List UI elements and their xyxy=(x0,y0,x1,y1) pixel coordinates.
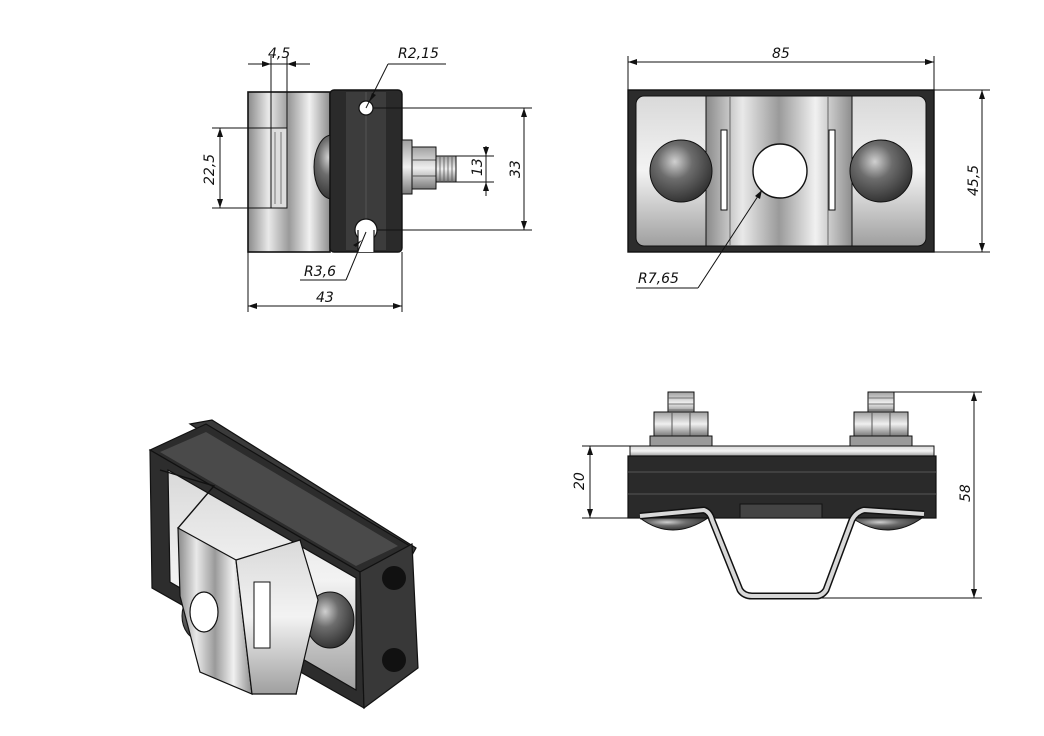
front-bolt-right xyxy=(867,391,895,415)
top-ball-left xyxy=(649,139,713,203)
front-nut-left xyxy=(653,411,709,437)
front-top-plate xyxy=(629,445,935,457)
side-slot xyxy=(270,127,288,209)
dim-total-width: 43 xyxy=(316,290,334,306)
dim-length: 85 xyxy=(772,46,790,62)
dim-width: 45,5 xyxy=(966,165,982,196)
front-view: 20 58 xyxy=(572,391,982,600)
top-slot-left xyxy=(720,129,728,211)
top-center-hole xyxy=(752,143,808,199)
side-view: 4,5 22,5 R2,15 R3,6 13 33 xyxy=(202,46,532,312)
front-nut-right xyxy=(853,411,909,437)
dim-top-radius: R2,15 xyxy=(398,46,439,62)
front-dome-left xyxy=(638,517,710,531)
iso-hole xyxy=(189,591,219,633)
dim-hole-radius: R7,65 xyxy=(638,271,679,287)
top-view: 85 45,5 R7,65 xyxy=(627,46,990,289)
dim-front-body-height: 20 xyxy=(572,472,588,490)
dim-slot-width: 4,5 xyxy=(268,46,290,62)
top-ball-right xyxy=(849,139,913,203)
front-bolt-left xyxy=(667,391,695,415)
top-slot-right xyxy=(828,129,836,211)
front-dome-right xyxy=(850,517,924,531)
dim-bolt-height: 13 xyxy=(470,158,486,176)
dim-front-total-height: 58 xyxy=(958,484,974,502)
dim-slot-height: 22,5 xyxy=(202,154,218,185)
iso-view xyxy=(148,419,419,710)
side-nut xyxy=(411,146,437,190)
dim-bottom-radius: R3,6 xyxy=(304,264,336,280)
side-bolt xyxy=(435,155,457,183)
dim-body-height: 33 xyxy=(508,160,524,178)
iso-slot xyxy=(253,581,271,649)
side-washer xyxy=(401,139,413,195)
